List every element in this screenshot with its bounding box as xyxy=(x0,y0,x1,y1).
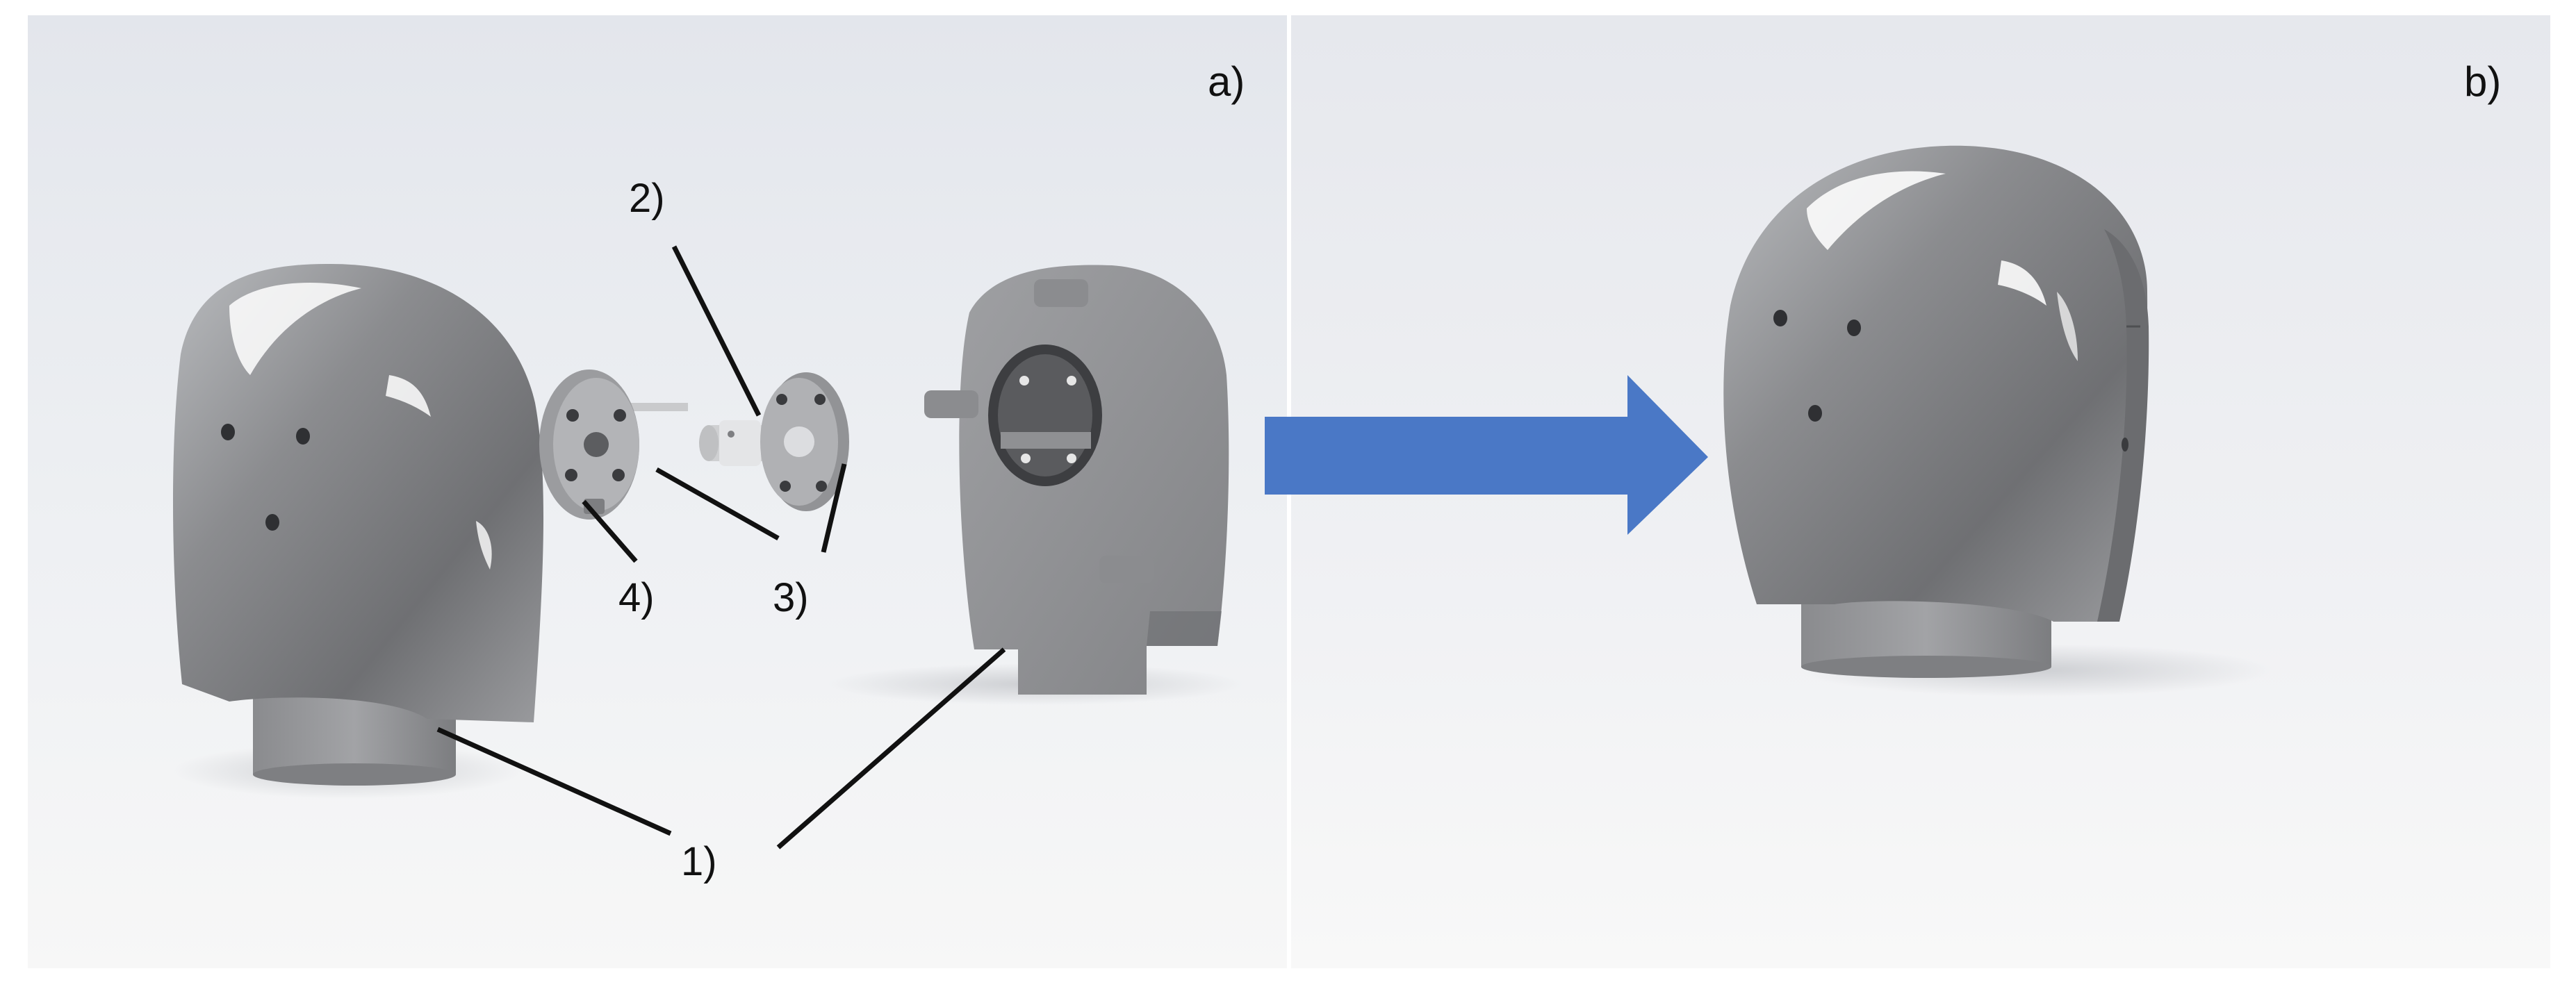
callout-4: 4) xyxy=(618,575,655,620)
panel-b-label: b) xyxy=(2464,58,2501,105)
head-shell-left xyxy=(172,263,544,799)
callout-3: 3) xyxy=(773,575,809,620)
leader-1-right xyxy=(776,647,1006,849)
right-arrow-icon xyxy=(1265,375,1708,535)
leader-2 xyxy=(671,245,762,417)
part-2-coupling xyxy=(699,420,768,466)
panel-a-label: a) xyxy=(1208,58,1245,105)
leader-3-right xyxy=(821,463,847,553)
callout-1: 1) xyxy=(681,839,717,884)
rear-plate xyxy=(827,265,1244,705)
leader-lines xyxy=(436,245,1006,849)
part-3-flange xyxy=(760,372,849,511)
leader-1-left xyxy=(436,727,672,836)
leader-3-left xyxy=(655,467,780,541)
callout-2: 2) xyxy=(629,176,665,221)
leader-4 xyxy=(582,499,638,563)
assembled-head xyxy=(1723,145,2272,697)
